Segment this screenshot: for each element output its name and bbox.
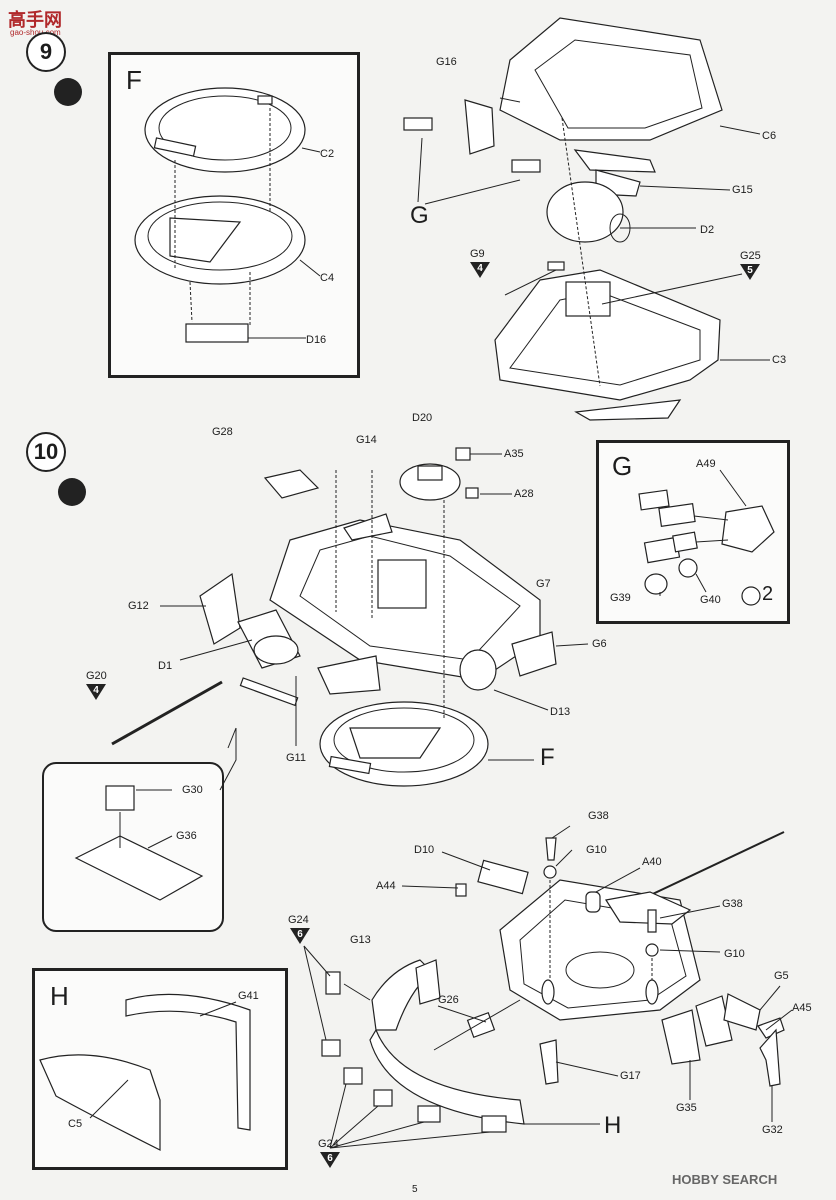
part-label-A45: A45 bbox=[792, 1002, 812, 1014]
part-label-G7: G7 bbox=[536, 578, 551, 590]
paint-ref-number: 6 bbox=[327, 1153, 333, 1164]
part-label-A28: A28 bbox=[514, 488, 534, 500]
paint-ref-triangle bbox=[320, 1152, 340, 1168]
part-label-C2: C2 bbox=[320, 148, 335, 160]
part-label-G38: G38 bbox=[588, 810, 609, 822]
step-10-badge: 10 bbox=[26, 432, 66, 472]
glue-type-number: 2 bbox=[762, 583, 774, 605]
part-label-G30: G30 bbox=[182, 784, 203, 796]
part-label-G26: G26 bbox=[438, 994, 459, 1006]
paint-ref-number: 4 bbox=[93, 685, 99, 696]
part-label-D20: D20 bbox=[412, 412, 433, 424]
part-label-G11: G11 bbox=[286, 752, 306, 764]
part-label-G38: G38 bbox=[722, 898, 743, 910]
part-label-A40: A40 bbox=[642, 856, 662, 868]
part-label-C4: C4 bbox=[320, 272, 335, 284]
paint-ref-number: 6 bbox=[297, 929, 303, 940]
page-number: 5 bbox=[412, 1184, 418, 1195]
part-label-D2: D2 bbox=[700, 224, 715, 236]
part-label-H-large: H bbox=[604, 1112, 622, 1139]
step-9-badge: 9 bbox=[26, 32, 66, 72]
part-label-G14: G14 bbox=[356, 434, 377, 446]
part-label-A49: A49 bbox=[696, 458, 716, 470]
box-H-title: H bbox=[50, 981, 69, 1011]
part-label-G24: G24 bbox=[288, 914, 309, 926]
part-label-C5: C5 bbox=[68, 1118, 83, 1130]
box-G-title: G bbox=[612, 451, 633, 481]
part-label-G28: G28 bbox=[212, 426, 233, 438]
part-label-G9: G9 bbox=[470, 248, 485, 260]
part-label-G32: G32 bbox=[762, 1124, 783, 1136]
part-label-C3: C3 bbox=[772, 354, 787, 366]
part-label-G20: G20 bbox=[86, 670, 107, 682]
paint-ref-triangle bbox=[290, 928, 310, 944]
part-label-G41: G41 bbox=[238, 990, 259, 1002]
box-F-title: F bbox=[126, 65, 142, 95]
part-label-G24: G24 bbox=[318, 1138, 339, 1150]
part-label-G36: G36 bbox=[176, 830, 197, 842]
part-label-G15: G15 bbox=[732, 184, 753, 196]
part-label-G16: G16 bbox=[436, 56, 457, 68]
part-label-G10: G10 bbox=[724, 948, 745, 960]
part-label-G25: G25 bbox=[740, 250, 761, 262]
watermark-logo: 高手网 bbox=[8, 10, 62, 30]
part-label-G6: G6 bbox=[592, 638, 607, 650]
part-label-G12: G12 bbox=[128, 600, 149, 612]
part-label-D13: D13 bbox=[550, 706, 571, 718]
part-label-D1: D1 bbox=[158, 660, 173, 672]
part-label-G13: G13 bbox=[350, 934, 371, 946]
part-label-D16: D16 bbox=[306, 334, 327, 346]
part-label-D10: D10 bbox=[414, 844, 435, 856]
watermark-url: gao-shou.com bbox=[10, 28, 61, 37]
part-label-G-large: G bbox=[410, 202, 429, 229]
part-label-G39: G39 bbox=[610, 592, 631, 604]
paint-ref-number: 5 bbox=[747, 265, 753, 276]
paint-ref-triangle bbox=[470, 262, 490, 278]
part-label-G10: G10 bbox=[586, 844, 607, 856]
paint-ref-number: 4 bbox=[477, 263, 483, 274]
part-label-G5: G5 bbox=[774, 970, 789, 982]
part-label-A44: A44 bbox=[376, 880, 396, 892]
part-label-C6: C6 bbox=[762, 130, 777, 142]
paint-ref-triangle bbox=[740, 264, 760, 280]
paint-ref-triangle bbox=[86, 684, 106, 700]
glue-icon bbox=[58, 478, 86, 506]
part-label-G35: G35 bbox=[676, 1102, 697, 1114]
part-label-F-large: F bbox=[540, 744, 555, 771]
hobbysearch-watermark: HOBBY SEARCH bbox=[672, 1172, 778, 1187]
part-label-A35: A35 bbox=[504, 448, 524, 460]
part-label-G40: G40 bbox=[700, 594, 721, 606]
part-label-G17: G17 bbox=[620, 1070, 641, 1082]
glue-icon bbox=[54, 78, 82, 106]
